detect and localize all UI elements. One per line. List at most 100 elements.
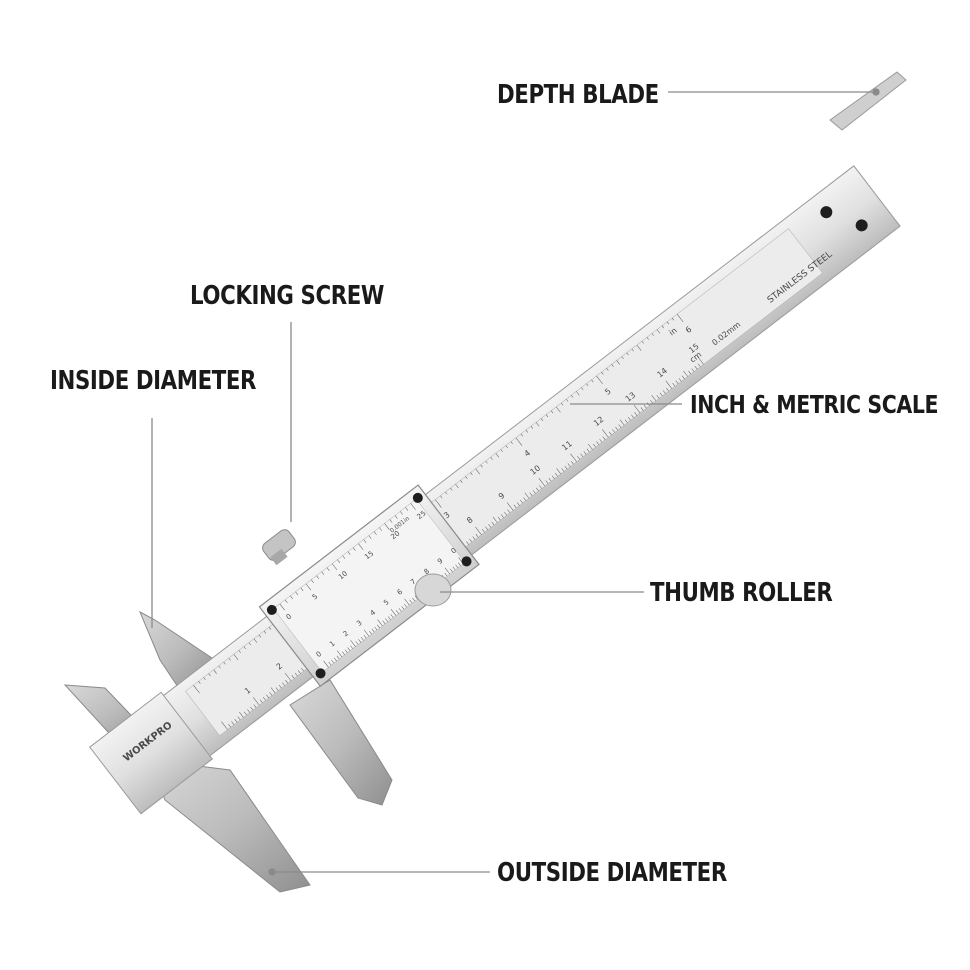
vernier-metric-tick	[385, 618, 389, 622]
metric-tick	[612, 429, 615, 433]
vernier-inch-tick	[352, 547, 356, 551]
metric-tick	[556, 468, 561, 475]
vernier-metric-tick	[355, 641, 359, 645]
metric-tick	[253, 697, 260, 706]
vernier-metric-tick	[344, 649, 348, 653]
metric-tick	[643, 404, 647, 409]
inch-tick	[540, 418, 544, 421]
metric-tick	[520, 499, 523, 504]
callout-locking-screw: LOCKING SCREW	[190, 281, 384, 311]
metric-tick	[491, 521, 495, 526]
metric-tick	[608, 431, 612, 436]
vernier-inch-tick	[321, 571, 325, 576]
metric-tick	[681, 375, 685, 380]
vernier-metric-tick	[347, 647, 351, 651]
inch-tick	[566, 398, 569, 402]
vernier-metric-tick	[458, 562, 461, 567]
metric-tick	[564, 465, 568, 470]
vernier-inch-tick	[394, 515, 398, 519]
metric-tick	[529, 492, 533, 496]
metric-tick	[497, 516, 501, 521]
vernier-metric-number: 4	[369, 608, 378, 617]
cm-number: 1	[243, 686, 253, 696]
metric-tick	[284, 672, 292, 682]
vernier-inch-tick	[410, 503, 416, 510]
inch-tick	[253, 638, 258, 643]
inch-tick	[656, 329, 661, 334]
vernier-metric-tick	[404, 598, 410, 606]
vernier-metric-tick	[371, 628, 375, 633]
metric-tick	[234, 718, 238, 723]
inch-tick	[238, 650, 241, 653]
metric-tick	[539, 485, 542, 489]
metric-tick	[697, 356, 704, 365]
inch-tick	[641, 340, 644, 344]
inch-number: 6	[684, 325, 694, 335]
metric-tick	[469, 538, 473, 543]
vernier-inch-number: 10	[337, 570, 349, 582]
beam-head	[89, 691, 214, 815]
metric-tick	[618, 424, 622, 428]
inch-tick	[626, 352, 629, 356]
vernier-inch-tick	[400, 511, 403, 515]
metric-tick	[237, 716, 241, 721]
inch-tick	[646, 337, 649, 340]
vernier-metric-tick	[377, 619, 383, 627]
metric-tick	[253, 704, 257, 708]
depth-blade	[829, 71, 907, 131]
metric-tick	[599, 438, 603, 443]
callout-depth-blade: DEPTH BLADE	[497, 80, 659, 110]
metric-tick	[523, 497, 527, 501]
inch-tick	[621, 356, 624, 360]
vernier-metric-tick	[336, 655, 340, 660]
metric-tick	[504, 511, 508, 516]
inch-tick	[193, 685, 200, 694]
inch-tick	[631, 348, 634, 352]
metric-tick	[250, 706, 254, 711]
inch-tick	[611, 364, 614, 367]
metric-tick	[238, 711, 244, 718]
vernier-metric-tick	[398, 608, 402, 612]
metric-tick	[221, 721, 228, 730]
metric-tick	[624, 419, 628, 423]
vernier-metric-tick	[452, 566, 456, 571]
vernier-metric-tick	[409, 599, 413, 604]
vernier-inch-tick	[290, 595, 293, 600]
metric-tick	[263, 697, 266, 701]
vernier-metric-number: 9	[436, 557, 444, 566]
metric-tick	[567, 463, 571, 467]
metric-tick	[650, 399, 654, 404]
inch-tick	[258, 634, 262, 638]
metric-tick	[602, 436, 606, 440]
inch-tick	[455, 484, 459, 489]
inch-number: 3	[442, 510, 452, 520]
metric-tick	[488, 524, 492, 528]
callout-outside-diameter: OUTSIDE DIAMETER	[497, 858, 727, 888]
vernier-metric-tick	[382, 620, 386, 624]
metric-tick	[524, 492, 530, 499]
vernier-inch-tick	[316, 575, 320, 580]
vernier-metric-tick	[449, 568, 453, 573]
leader-lines	[151, 88, 880, 876]
inch-tick	[591, 379, 594, 383]
beam-screw	[855, 219, 868, 232]
locking-screw[interactable]	[260, 527, 298, 566]
vernier-metric-tick	[387, 616, 391, 620]
metric-tick	[492, 516, 498, 523]
vernier-inch-tick	[389, 519, 393, 523]
vernier-inch-number: 0	[285, 612, 293, 621]
vernier-metric-tick	[377, 624, 380, 629]
metric-tick	[506, 502, 514, 511]
vernier-metric-number: 5	[382, 598, 390, 607]
inch-tick	[435, 499, 442, 508]
vernier-window	[273, 498, 466, 673]
vernier-inch-tick	[300, 587, 304, 592]
metric-tick	[586, 448, 590, 453]
inch-tick	[223, 661, 226, 665]
metric-tick	[596, 441, 600, 445]
metric-tick	[285, 680, 289, 684]
inch-tick	[666, 321, 670, 325]
thumb-roller[interactable]	[414, 573, 452, 607]
